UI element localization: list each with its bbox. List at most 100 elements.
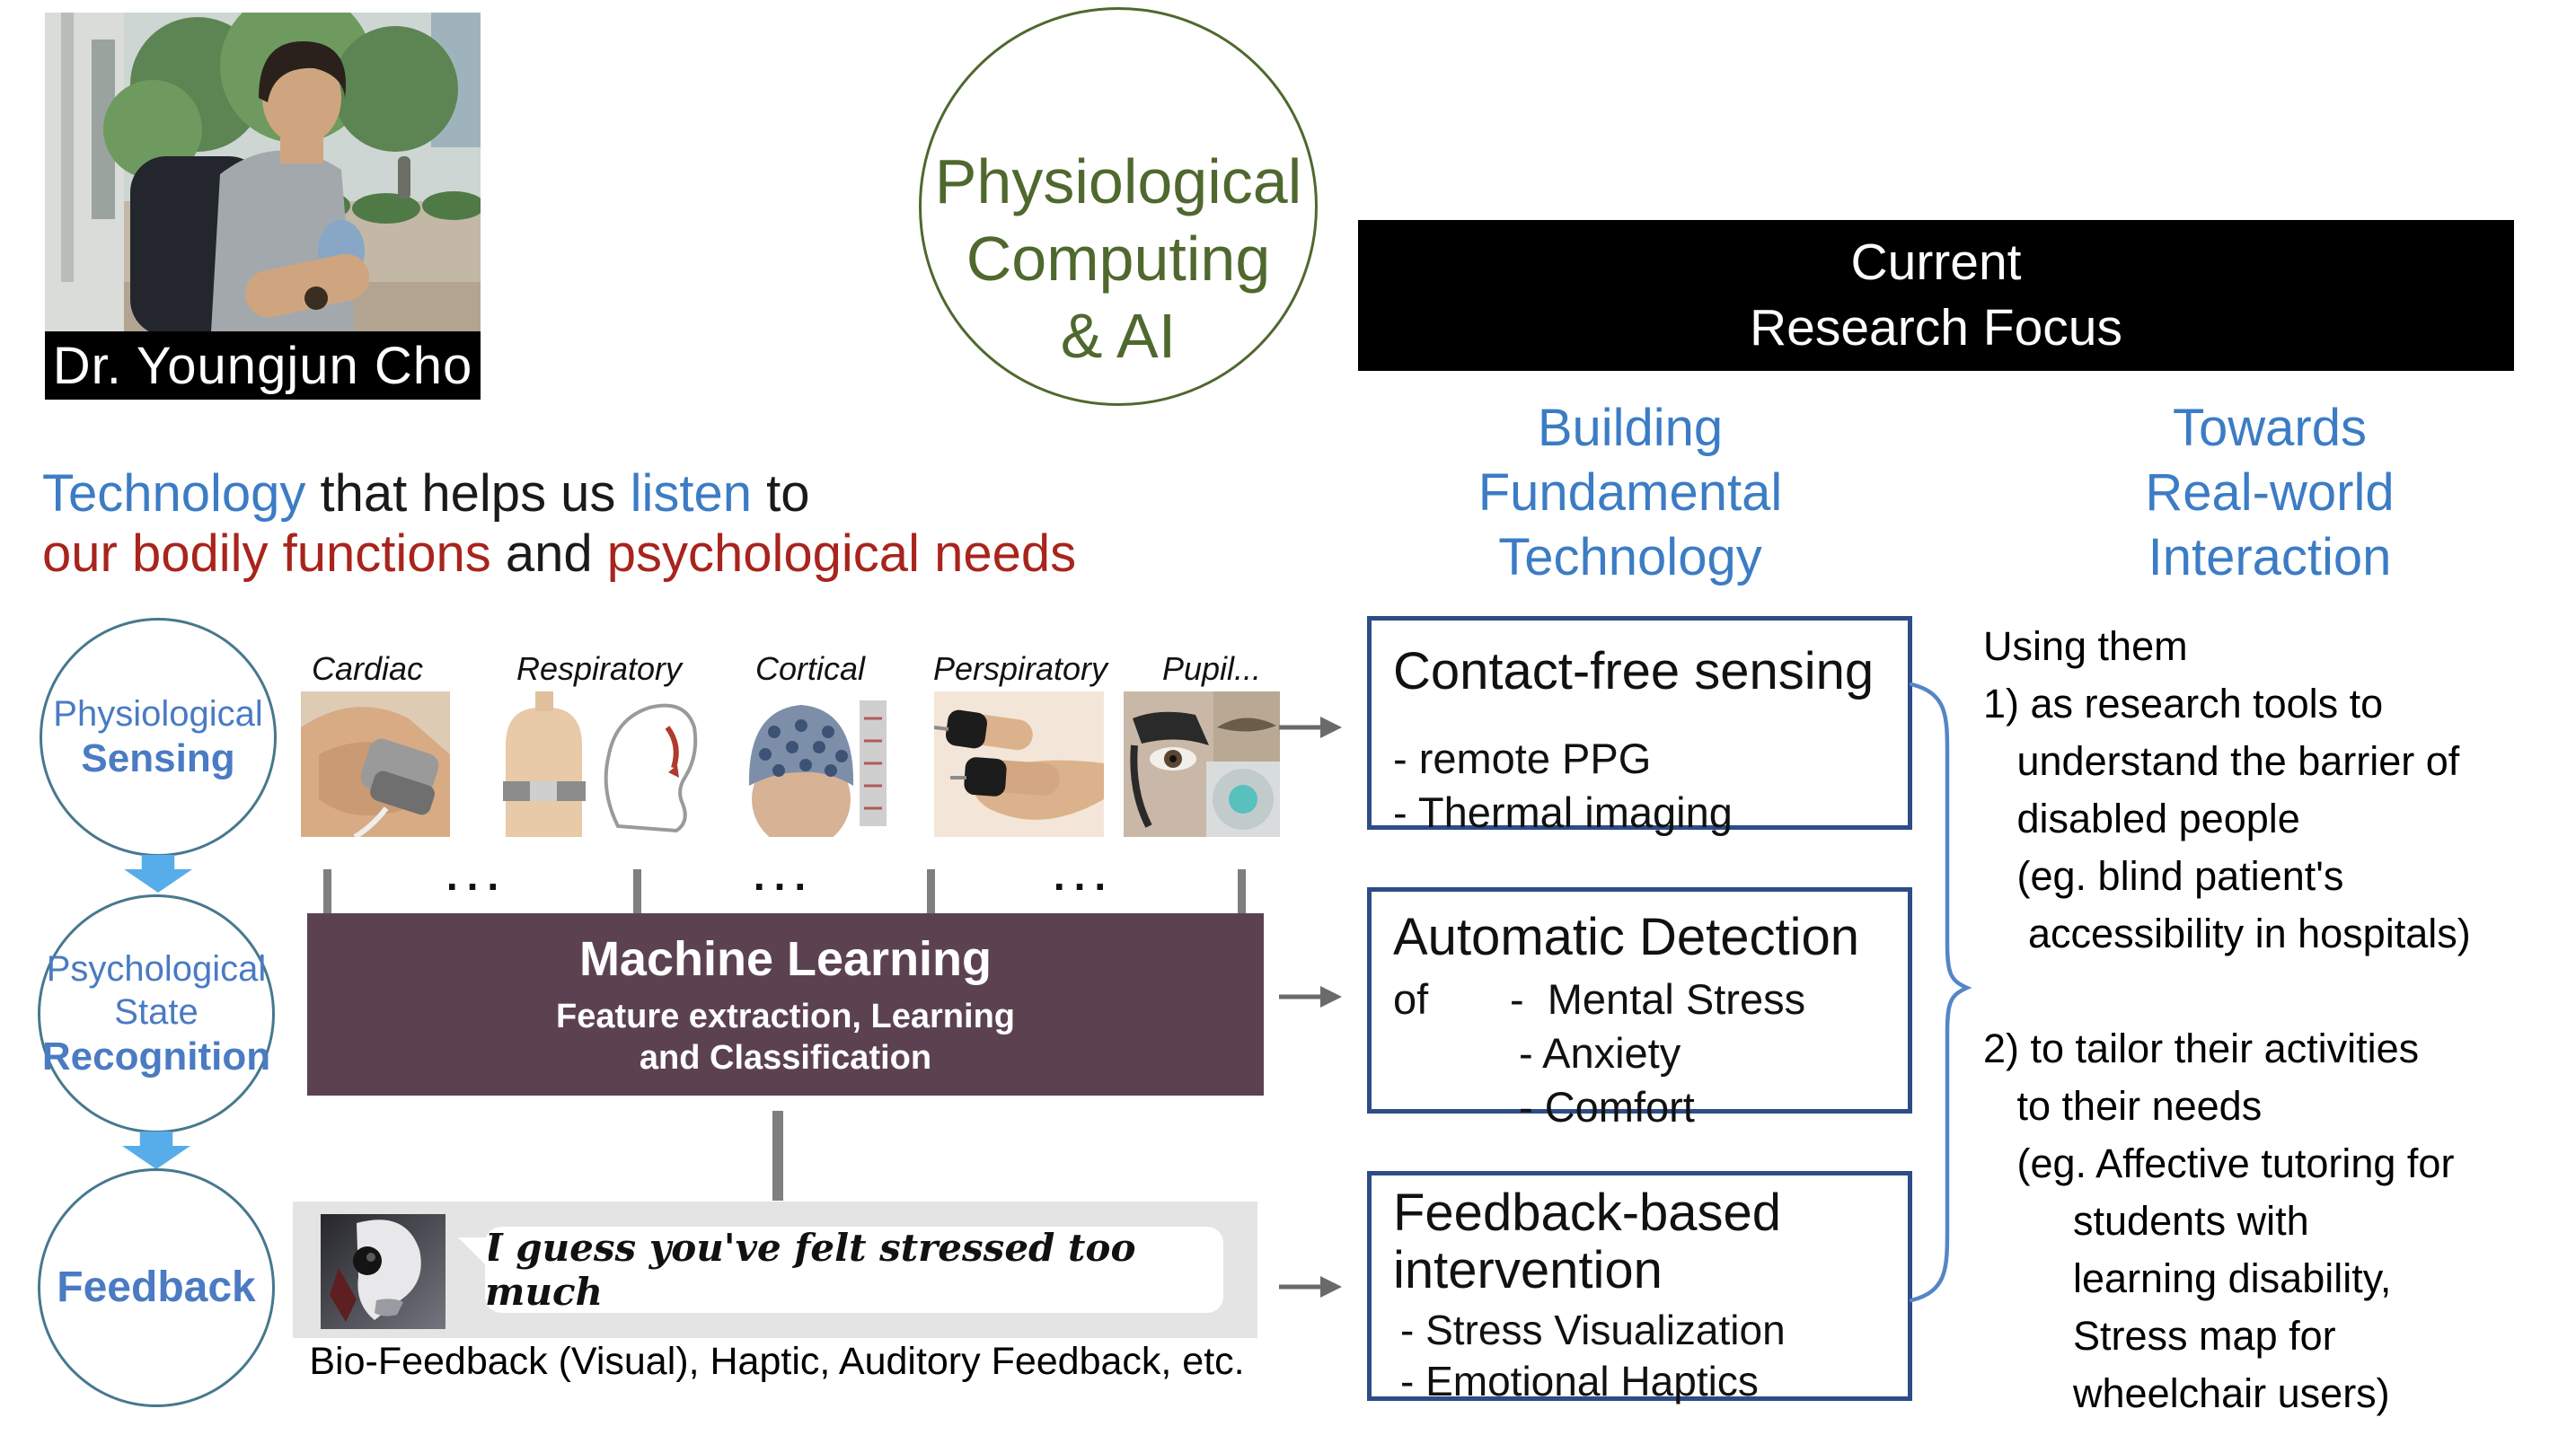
connector-tick xyxy=(1238,869,1246,914)
sensor-label-cortical: Cortical xyxy=(754,650,866,687)
applications-line: 1) as research tools to xyxy=(1983,681,2384,726)
box-contact-free-sensing: Contact-free sensing - remote PPG - Ther… xyxy=(1367,616,1912,836)
stage-physiological-sensing: Physiological Sensing xyxy=(40,618,277,857)
arrow-right-icon xyxy=(1279,985,1342,1013)
box2-prefix: of xyxy=(1393,975,1429,1023)
heading-right-line-2: Real-world xyxy=(2145,463,2395,522)
applications-line: (eg. blind patient's xyxy=(1983,853,2344,899)
applications-line: Stress map for xyxy=(1983,1313,2336,1359)
ellipsis-separator: ... xyxy=(753,852,816,899)
speech-bubble-text: I guess you've felt stressed too much xyxy=(485,1226,1136,1314)
profile-caption: Dr. Youngjun Cho xyxy=(45,331,481,400)
cardiac-image xyxy=(301,691,450,840)
speech-bubble: I guess you've felt stressed too much xyxy=(458,1226,1223,1314)
stage2-line1: Psychological xyxy=(46,949,267,989)
tagline: Technology that helps us listen to our b… xyxy=(42,463,1076,584)
box2-item-anxiety: - Anxiety xyxy=(1519,1029,1681,1077)
arrow-right-icon xyxy=(1279,716,1342,744)
ml-subtitle-2: and Classification xyxy=(639,1038,932,1077)
stage1-line1: Physiological xyxy=(53,694,263,734)
logo-line-2: Computing xyxy=(966,224,1271,294)
tagline-word-psychological-needs: psychological needs xyxy=(606,524,1077,583)
ml-title: Machine Learning xyxy=(578,931,992,986)
ellipsis-separator: ... xyxy=(1053,852,1116,899)
banner-current-research-focus: Current Research Focus xyxy=(1358,220,2514,371)
logo-line-1: Physiological xyxy=(934,146,1302,216)
flow-arrow-down-icon xyxy=(122,1131,190,1169)
box3-title-line2: intervention xyxy=(1393,1241,1663,1299)
applications-line: learning disability, xyxy=(1983,1255,2392,1301)
machine-learning-box: Machine Learning Feature extraction, Lea… xyxy=(307,913,1264,1096)
box1-item-thermal-imaging: - Thermal imaging xyxy=(1393,788,1733,836)
box3-title-line1: Feedback-based xyxy=(1393,1184,1782,1242)
profile-photo xyxy=(45,13,481,332)
box2-title: Automatic Detection xyxy=(1393,908,1860,966)
tagline-word-listen: listen xyxy=(630,464,752,523)
connector-tick xyxy=(927,869,935,914)
tagline-text-2: to xyxy=(751,464,810,523)
tagline-text: that helps us xyxy=(305,464,631,523)
stage3-label: Feedback xyxy=(57,1264,256,1311)
perspiratory-image xyxy=(933,691,1104,837)
applications-text: Using them 1) as research tools to under… xyxy=(1983,618,2576,1422)
box-feedback-based-intervention: Feedback-based intervention - Stress Vis… xyxy=(1367,1171,1912,1404)
applications-line: 2) to tailor their activities xyxy=(1983,1026,2420,1071)
applications-line: students with xyxy=(1983,1198,2309,1244)
banner-line-2: Research Focus xyxy=(1749,299,2122,357)
logo-line-3: & AI xyxy=(1060,301,1177,371)
sensor-label-perspiratory: Perspiratory xyxy=(932,650,1108,687)
stage-psychological-state-recognition: Psychological State Recognition xyxy=(38,894,275,1133)
applications-line: Using them xyxy=(1983,623,2188,669)
tagline-line-1: Technology that helps us listen to xyxy=(42,463,1076,524)
profile-caption-text: Dr. Youngjun Cho xyxy=(52,336,473,395)
respiratory-image xyxy=(483,691,705,837)
tagline-word-technology: Technology xyxy=(42,464,306,523)
stage1-line2: Sensing xyxy=(81,736,235,780)
sensor-label-cardiac: Cardiac xyxy=(311,650,424,687)
box1-title: Contact-free sensing xyxy=(1393,642,1875,700)
sensor-label-pupil: Pupil... xyxy=(1161,650,1262,687)
curly-brace-icon xyxy=(1895,674,1985,1316)
sensor-label-respiratory: Respiratory xyxy=(516,650,683,687)
banner-line-1: Current xyxy=(1850,233,2022,291)
heading-right-line-1: Towards xyxy=(2173,399,2367,457)
arrow-right-icon xyxy=(1279,1275,1342,1303)
flow-arrow-down-icon xyxy=(124,855,192,893)
heading-left-line-1: Building xyxy=(1537,399,1724,457)
box2-item-mental-stress: - Mental Stress xyxy=(1510,975,1806,1023)
applications-line: accessibility in hospitals) xyxy=(1983,911,2471,956)
feedback-caption: Bio-Feedback (Visual), Haptic, Auditory … xyxy=(309,1340,1245,1383)
profile-photo-scene xyxy=(45,13,481,332)
box2-item-comfort: - Comfort xyxy=(1519,1083,1695,1131)
stage2-line2: State xyxy=(114,992,198,1032)
cortical-image xyxy=(738,691,888,849)
heading-right-line-3: Interaction xyxy=(2148,528,2392,586)
box-automatic-detection: Automatic Detection of - Mental Stress - … xyxy=(1367,887,1912,1131)
logo-circle: Physiological Computing & AI xyxy=(919,7,1318,406)
heading-left-line-3: Technology xyxy=(1498,528,1762,586)
applications-line: understand the barrier of xyxy=(1983,738,2460,784)
stage2-line3: Recognition xyxy=(41,1035,271,1079)
ml-subtitle-1: Feature extraction, Learning xyxy=(555,997,1015,1035)
pupil-image xyxy=(1124,691,1280,837)
tagline-word-bodily-functions: our bodily functions xyxy=(42,524,491,583)
stage-feedback: Feedback xyxy=(38,1168,275,1407)
box2-row-of-mental-stress: of - Mental Stress xyxy=(1393,973,1908,1026)
box3-item-emotional-haptics: - Emotional Haptics xyxy=(1400,1358,1759,1404)
robot-image xyxy=(321,1214,446,1334)
heading-building-fundamental-technology: Building Fundamental Technology xyxy=(1415,396,1846,590)
box1-item-remote-ppg: - remote PPG xyxy=(1393,735,1652,782)
tagline-text-3: and xyxy=(490,524,607,583)
applications-line: wheelchair users) xyxy=(1983,1370,2390,1416)
connector-bar xyxy=(772,1111,783,1201)
heading-left-line-2: Fundamental xyxy=(1478,463,1783,522)
box3-item-stress-visualization: - Stress Visualization xyxy=(1400,1307,1786,1353)
applications-line: (eg. Affective tutoring for xyxy=(1983,1140,2455,1186)
applications-line: to their needs xyxy=(1983,1083,2263,1129)
ellipsis-separator: ... xyxy=(446,852,508,899)
connector-tick xyxy=(323,869,331,914)
tagline-line-2: our bodily functions and psychological n… xyxy=(42,524,1076,584)
applications-line xyxy=(1983,963,2576,1020)
applications-line: disabled people xyxy=(1983,796,2300,841)
